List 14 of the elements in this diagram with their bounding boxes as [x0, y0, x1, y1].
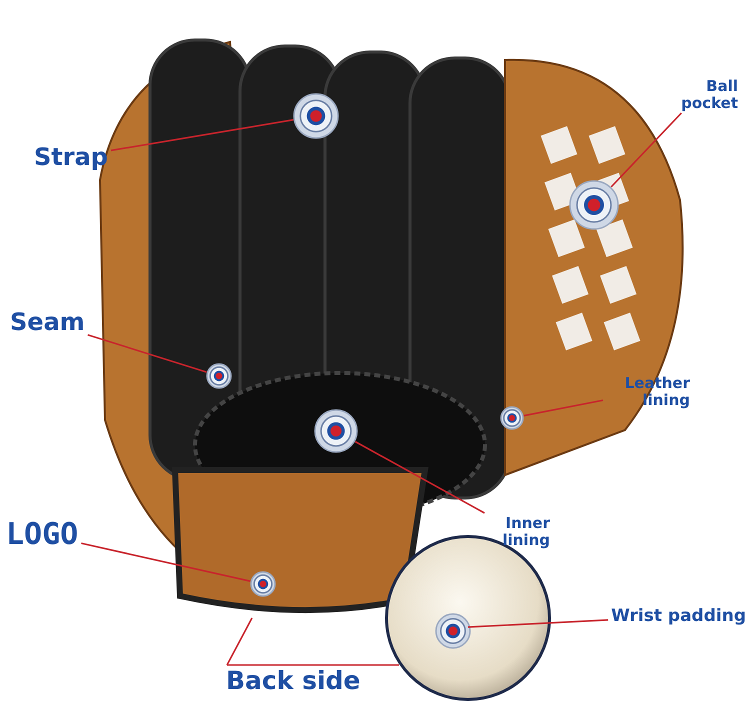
callout-label: Back side: [226, 667, 360, 694]
callout-label: Ball pocket: [680, 78, 738, 111]
leader-line: [610, 112, 682, 188]
callout-label: Wrist padding: [611, 607, 746, 626]
callout-label: Inner lining: [501, 515, 550, 548]
leader-line: [524, 399, 604, 416]
leader-line: [227, 664, 399, 666]
callout-label: LOGO: [6, 518, 78, 551]
leader-line: [110, 119, 294, 152]
leader-line: [226, 618, 253, 666]
callout-label: Seam: [10, 309, 85, 336]
leader-line: [81, 542, 250, 582]
leader-line: [468, 619, 608, 628]
leader-line: [354, 440, 485, 514]
